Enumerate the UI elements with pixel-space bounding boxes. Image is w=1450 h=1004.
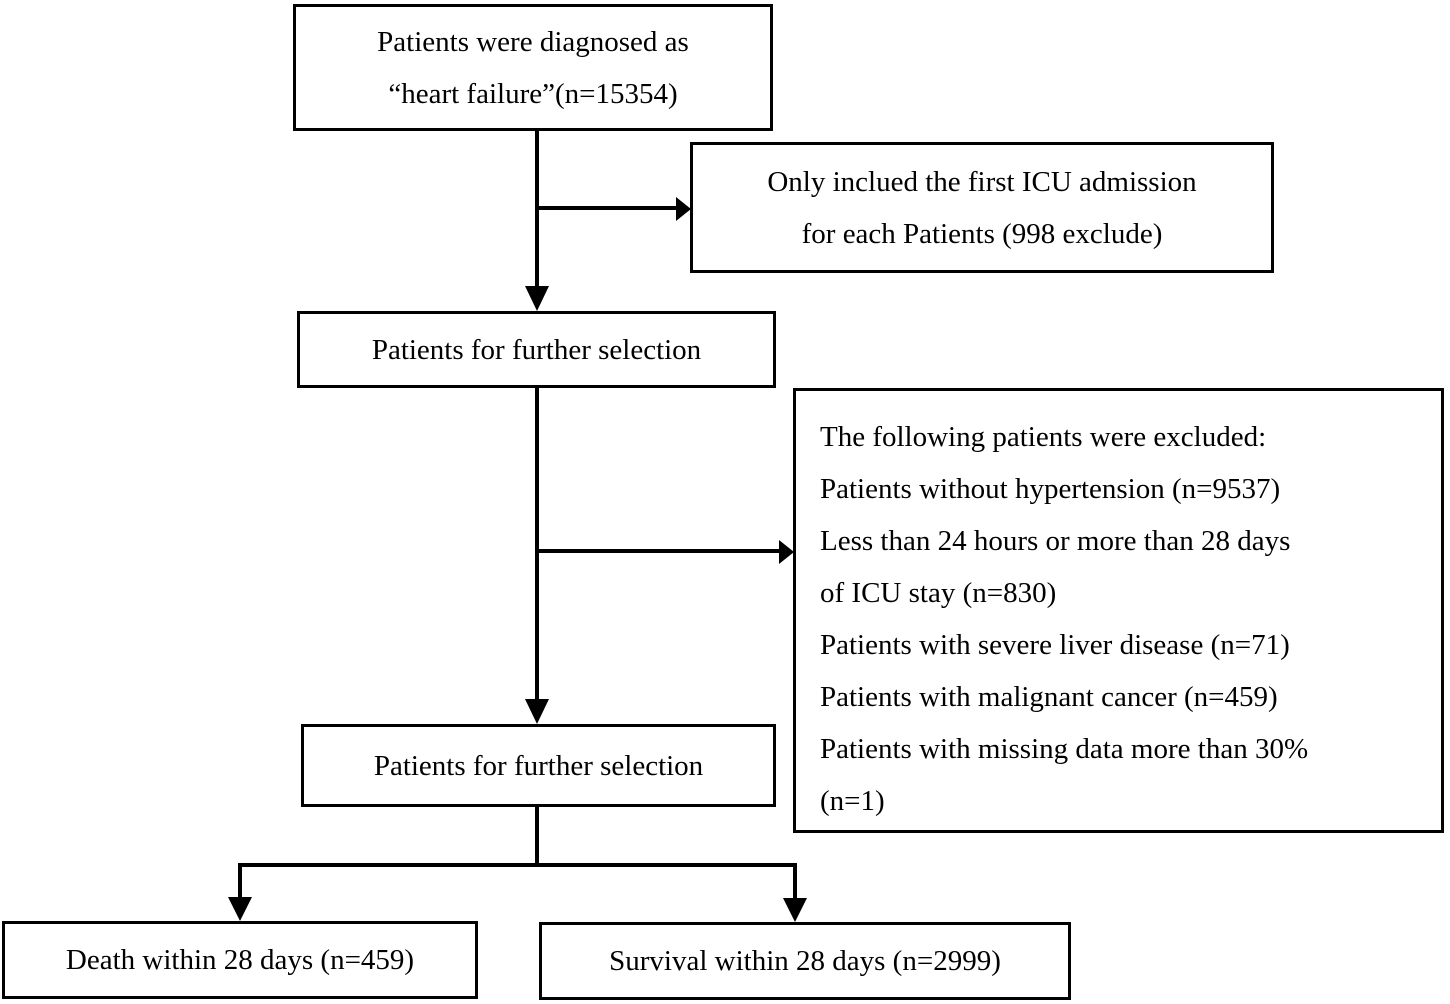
exclusion-text-line: Less than 24 hours or more than 28 days <box>820 525 1291 557</box>
node-first-icu-admission-note: Only inclued the first ICU admission for… <box>690 142 1274 273</box>
node-text-line: Survival within 28 days (n=2999) <box>609 945 1001 977</box>
exclusion-text-line: Patients with malignant cancer (n=459) <box>820 681 1278 713</box>
node-text-line: “heart failure”(n=15354) <box>388 77 678 110</box>
node-death-within-28-days: Death within 28 days (n=459) <box>2 921 478 999</box>
exclusion-text-line: Patients without hypertension (n=9537) <box>820 473 1281 505</box>
arrowhead-down-selection1 <box>525 286 549 311</box>
exclusion-text-line: The following patients were excluded: <box>820 421 1267 453</box>
arrowhead-down-survival <box>783 898 807 922</box>
exclusion-text-line: (n=1) <box>820 785 885 817</box>
node-text-line: Patients for further selection <box>373 749 704 782</box>
node-text-line: Death within 28 days (n=459) <box>65 944 415 976</box>
node-survival-within-28-days: Survival within 28 days (n=2999) <box>539 922 1071 1000</box>
node-text-line: Patients for further selection <box>371 333 702 366</box>
node-further-selection-2: Patients for further selection <box>301 724 776 807</box>
node-exclusion-criteria: The following patients were excluded: Pa… <box>793 388 1444 833</box>
node-text-line: Only inclued the first ICU admission <box>767 165 1197 198</box>
node-text-line: Patients were diagnosed as <box>377 25 689 58</box>
exclusion-text-line: of ICU stay (n=830) <box>820 577 1057 609</box>
node-text-line: for each Patients (998 exclude) <box>801 217 1163 250</box>
exclusion-text-line: Patients with severe liver disease (n=71… <box>820 629 1290 661</box>
arrowhead-right-exclusions <box>779 540 794 564</box>
exclusion-text-line: Patients with missing data more than 30% <box>820 733 1309 765</box>
node-diagnosed-heart-failure: Patients were diagnosed as “heart failur… <box>293 4 773 131</box>
arrowhead-down-selection2 <box>525 699 549 724</box>
arrowhead-down-death <box>228 897 252 921</box>
node-further-selection-1: Patients for further selection <box>297 311 776 388</box>
arrowhead-right-first-icu <box>676 197 691 221</box>
